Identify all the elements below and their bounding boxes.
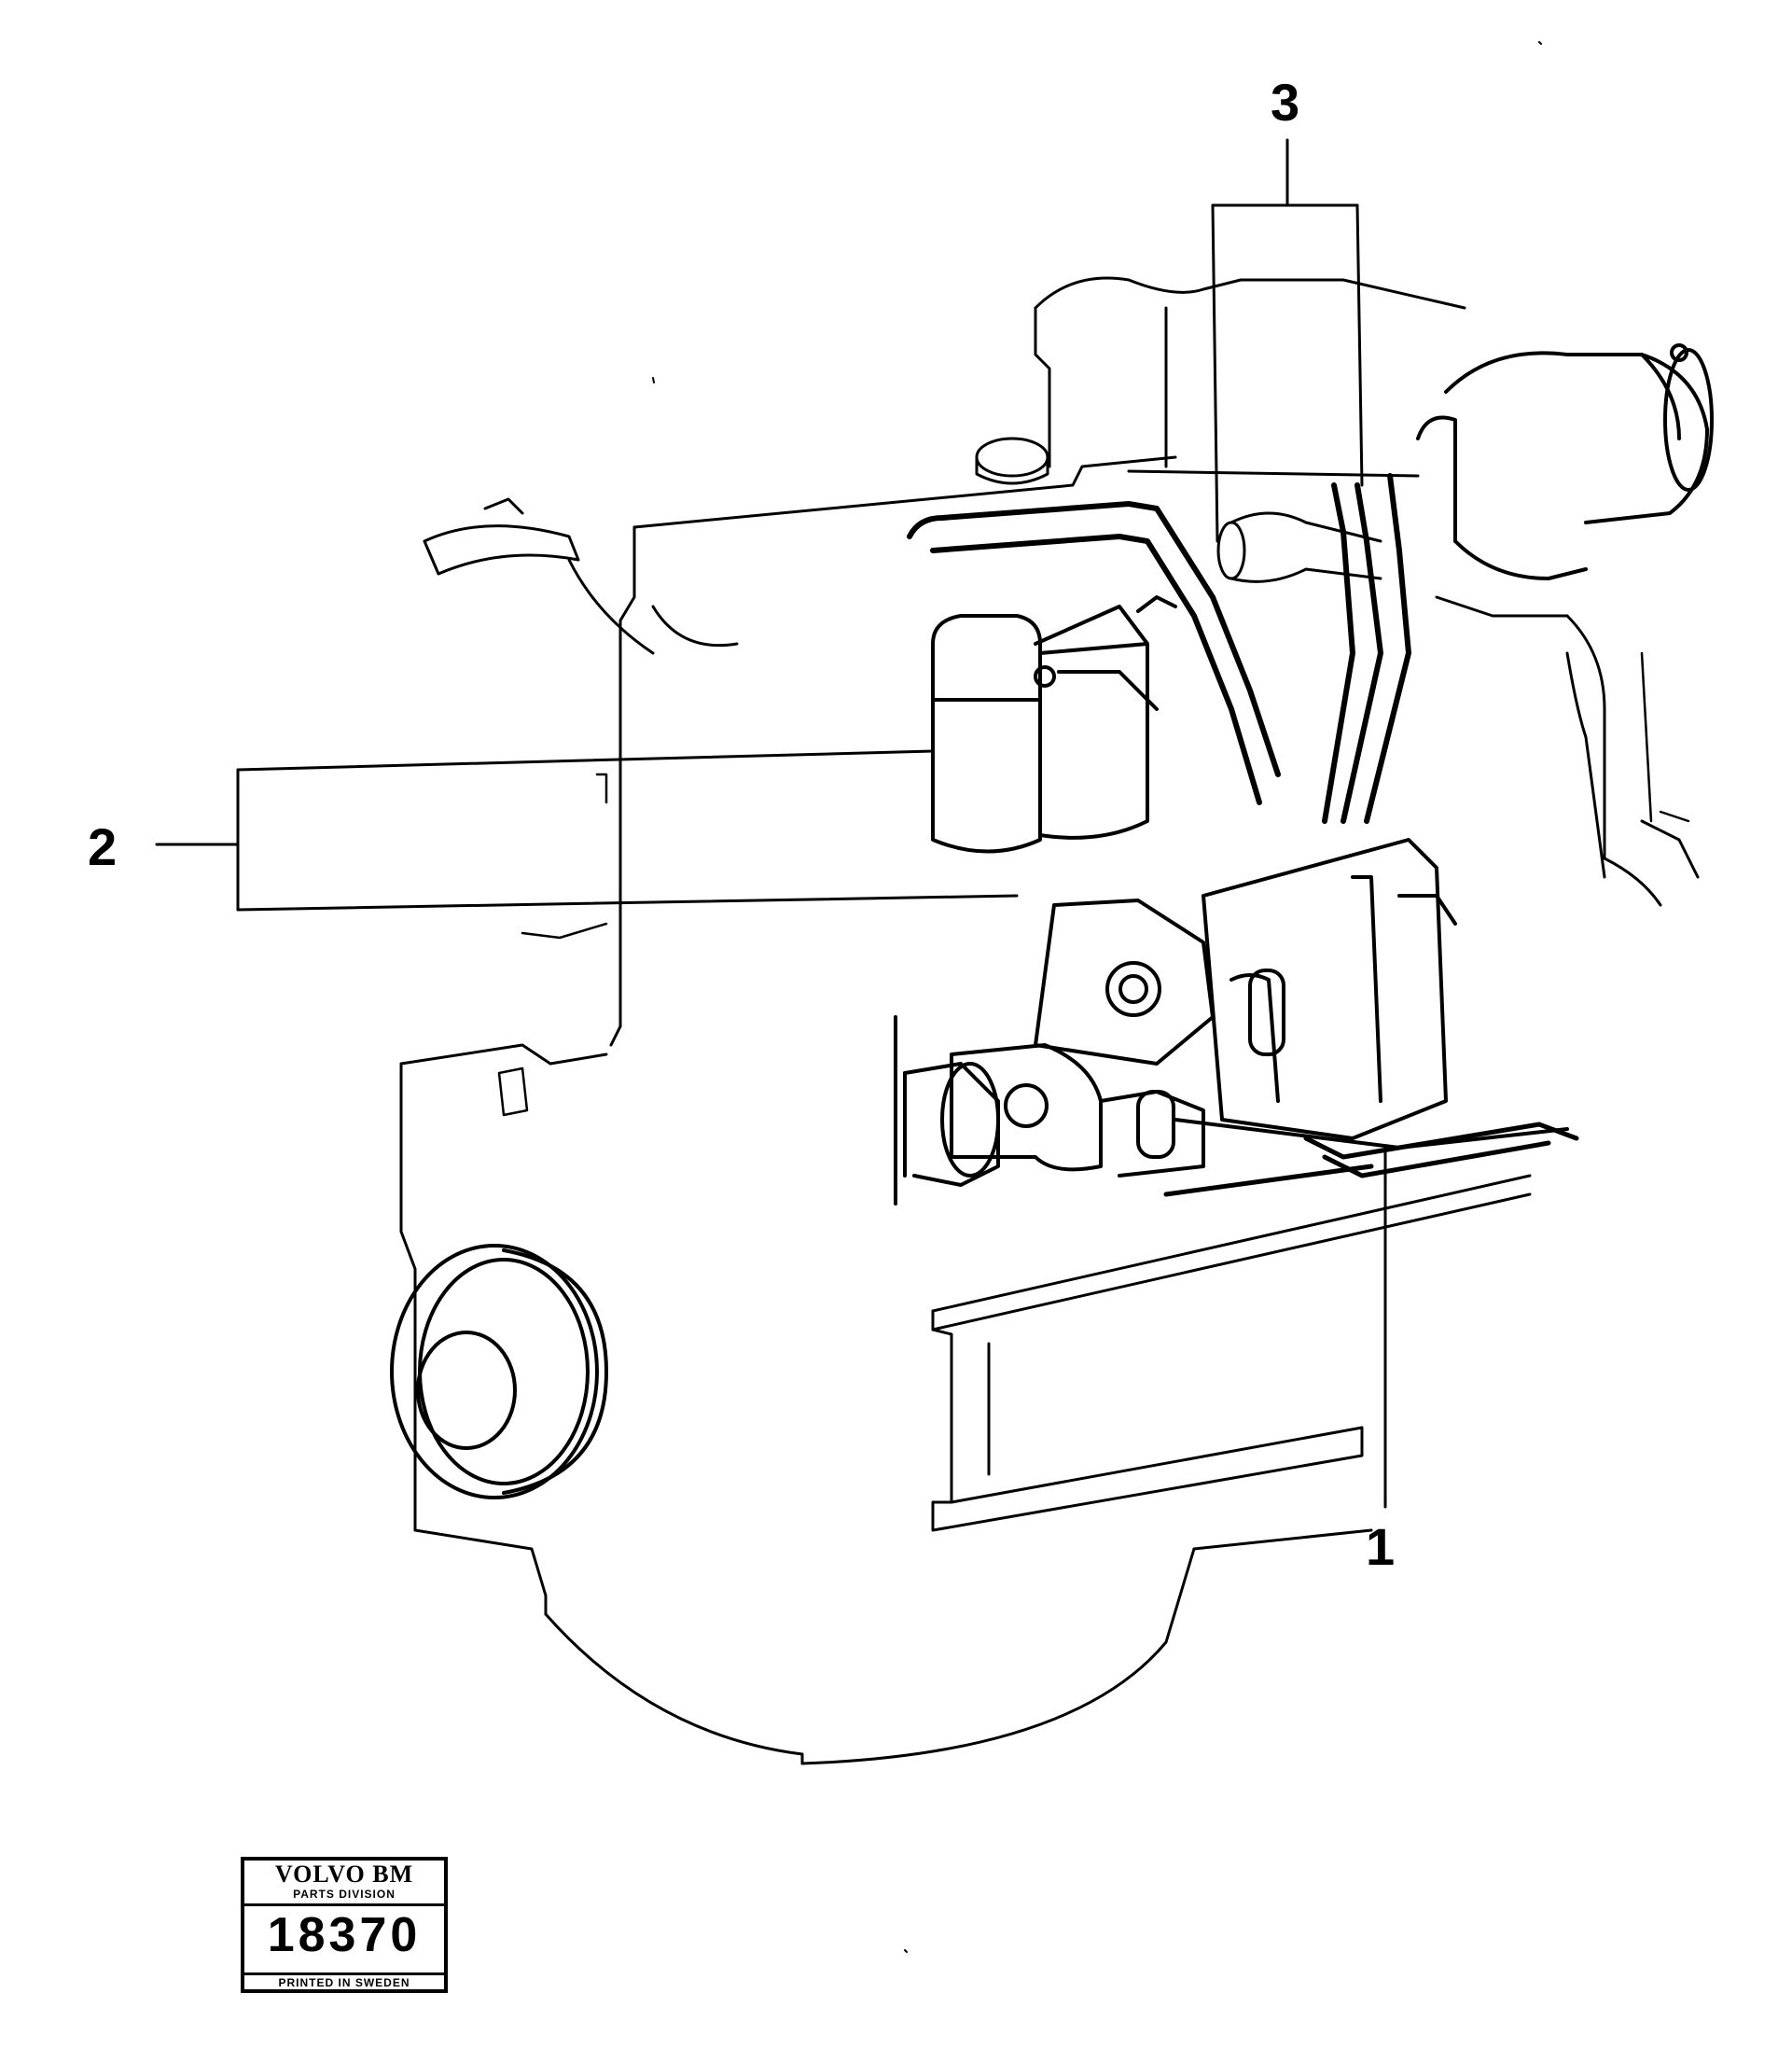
stamp-division: PARTS DIVISION bbox=[293, 1888, 396, 1901]
leader-2 bbox=[155, 749, 1019, 912]
oil-cap bbox=[975, 437, 1049, 485]
exhaust-manifold bbox=[1435, 595, 1700, 907]
feed-lines bbox=[1163, 1122, 1579, 1197]
callout-label-2: 2 bbox=[88, 817, 118, 876]
stamp-printed-in: PRINTED IN SWEDEN bbox=[278, 1976, 410, 1989]
drive-flange bbox=[894, 1015, 1000, 1206]
injection-pipes bbox=[907, 473, 1411, 824]
callout-label-1: 1 bbox=[1366, 1517, 1396, 1576]
intake-pipe bbox=[1216, 511, 1382, 583]
parts-stamp: VOLVO BM PARTS DIVISION 18370 PRINTED IN… bbox=[241, 1857, 448, 1993]
stamp-divider-top bbox=[244, 1903, 444, 1906]
stamp-brand: VOLVO BM bbox=[274, 1861, 414, 1888]
front-bracket bbox=[423, 497, 739, 655]
callout-label-3: 3 bbox=[1271, 73, 1300, 132]
pump-governor bbox=[950, 1043, 1205, 1178]
frame-rail bbox=[931, 1174, 1532, 1532]
engine-block-outline bbox=[399, 455, 1373, 1765]
stray-marks bbox=[652, 41, 1542, 1953]
crank-pulley bbox=[390, 1244, 608, 1499]
stamp-illustration-number: 18370 bbox=[267, 1908, 422, 1962]
valve-cover bbox=[1034, 276, 1466, 478]
fuel-filters bbox=[931, 595, 1177, 854]
leader-3 bbox=[1211, 138, 1364, 543]
injection-pump bbox=[1034, 838, 1569, 1150]
block-details bbox=[497, 651, 1690, 1117]
stamp-divider-bottom bbox=[244, 1972, 444, 1975]
turbocharger bbox=[1416, 343, 1714, 580]
